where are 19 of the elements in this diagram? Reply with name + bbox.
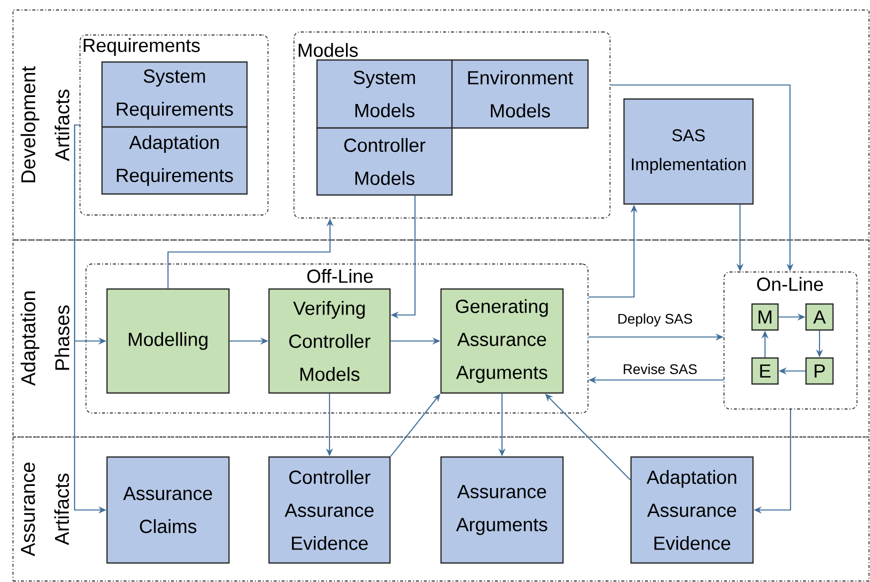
artifact-box: Controller Models <box>316 127 453 196</box>
artifact-box: Assurance Arguments <box>440 456 564 564</box>
phase-box: P <box>805 357 834 385</box>
phase-box: A <box>805 303 834 331</box>
phase-box: Verifying Controller Models <box>268 288 391 394</box>
phase-box: Modelling <box>106 288 230 394</box>
artifact-box: System Models <box>316 59 453 129</box>
phase-box: E <box>751 357 779 385</box>
artifact-box: Adaptation Requirements <box>101 126 248 195</box>
artifact-box: System Requirements <box>101 61 248 128</box>
artifact-box: Adaptation Assurance Evidence <box>630 456 754 564</box>
artifact-box: SAS Implementation <box>623 98 754 205</box>
edge-label: Deploy SAS <box>616 312 694 328</box>
artifact-box: Assurance Claims <box>106 456 230 564</box>
phase-box: Generating Assurance Arguments <box>440 288 564 394</box>
artifact-box: Environment Models <box>451 59 589 129</box>
edge-label: Revise SAS <box>622 362 698 376</box>
phase-box: M <box>751 303 779 331</box>
artifact-box: Controller Assurance Evidence <box>268 456 391 564</box>
